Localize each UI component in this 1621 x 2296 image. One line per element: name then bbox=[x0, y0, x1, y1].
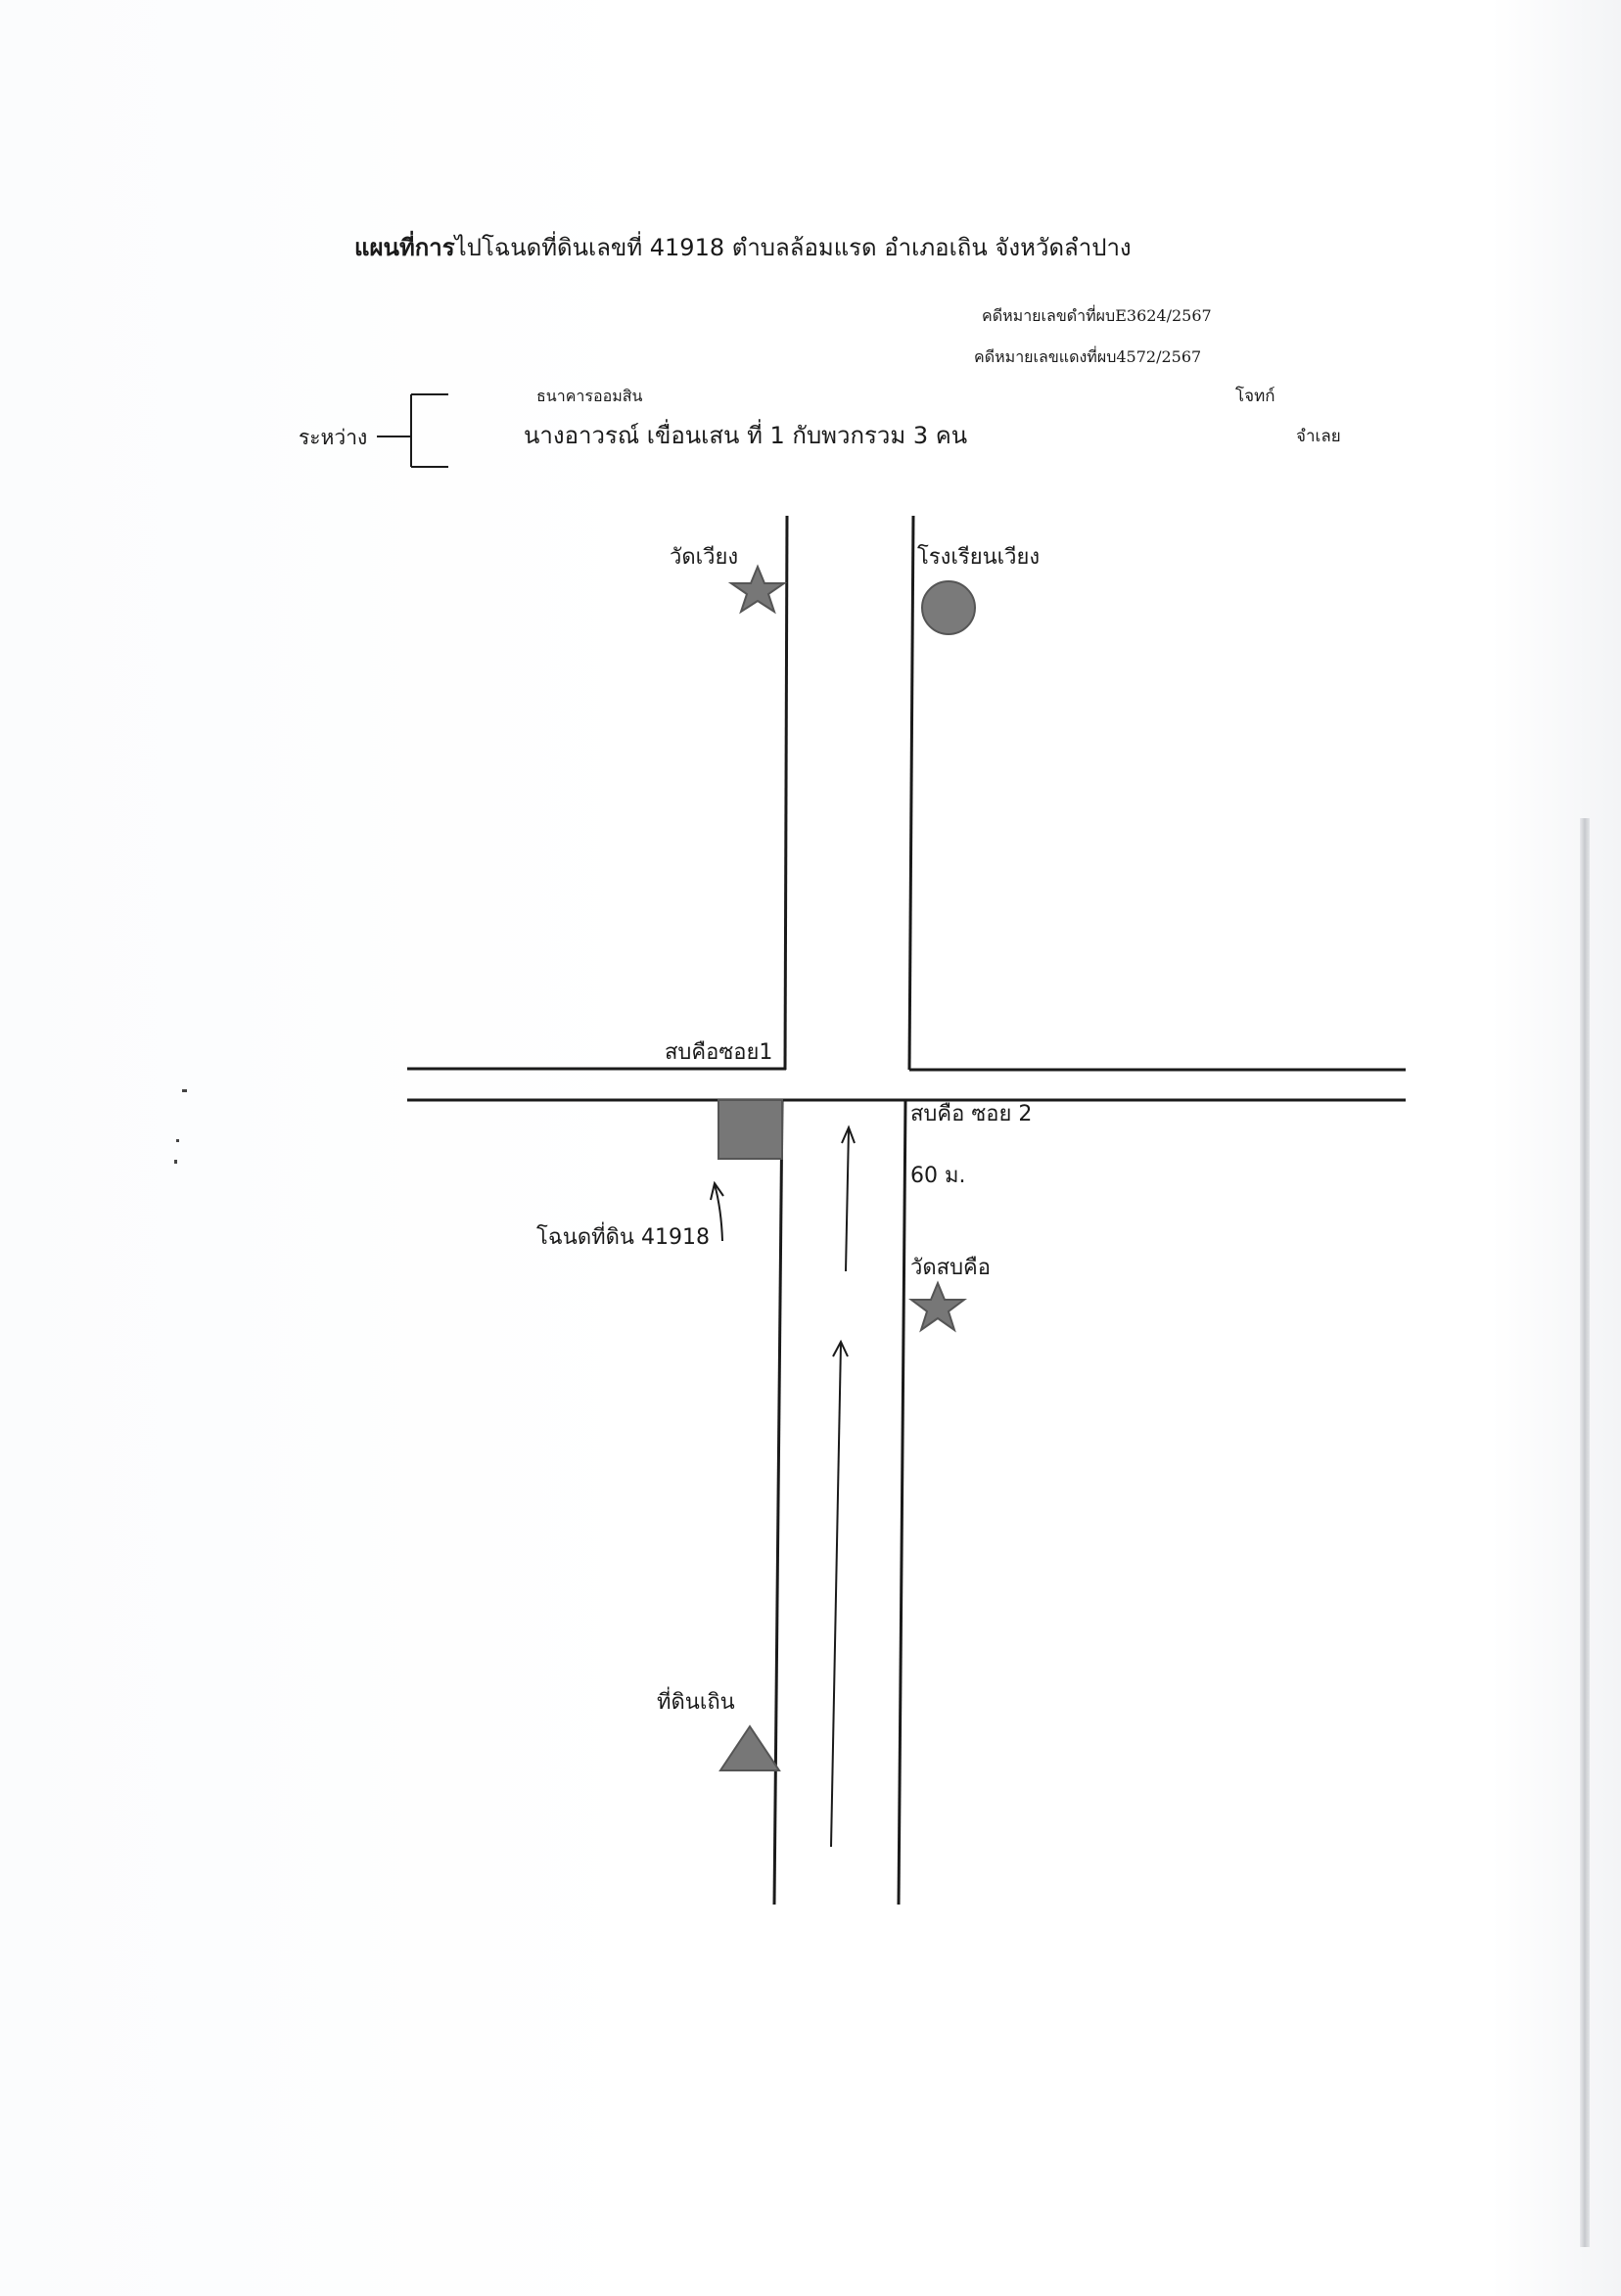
plaintiff-name: ธนาคารออมสิน bbox=[536, 387, 643, 405]
star-icon bbox=[908, 1280, 967, 1333]
land-thoen-label: ที่ดินเถิน bbox=[657, 1690, 735, 1715]
direction-arrows bbox=[710, 1125, 856, 1848]
soi2-label: สบคือ ซอย 2 bbox=[910, 1102, 1033, 1126]
main-road-right-upper bbox=[907, 515, 915, 1071]
wat-wiang-label: วัดเวียง bbox=[670, 545, 739, 570]
party-bracket bbox=[377, 393, 448, 468]
main-road-left-upper bbox=[783, 515, 789, 1071]
land-plot-square-icon bbox=[718, 1099, 783, 1160]
wat-sop-khue-label: วัดสบคือ bbox=[910, 1256, 991, 1280]
map-title-rest: ไปโฉนดที่ดินเลขที่ 41918 ตำบลล้อมแรด อำเ… bbox=[454, 234, 1132, 261]
main-road-right-lower bbox=[897, 1099, 907, 1906]
scan-edge-shadow bbox=[1580, 818, 1590, 2247]
circle-icon bbox=[921, 580, 976, 635]
defendant-role: จำเลย bbox=[1296, 427, 1341, 446]
plaintiff-role: โจทก์ bbox=[1235, 387, 1275, 406]
soi1-label: สบคือซอย1 bbox=[665, 1040, 773, 1065]
main-road-left-lower bbox=[772, 1099, 784, 1906]
school-label: โรงเรียนเวียง bbox=[917, 545, 1041, 570]
red-case-number: คดีหมายเลขแดงที่ผบ4572/2567 bbox=[974, 347, 1202, 366]
deed-label: โฉนดที่ดิน 41918 bbox=[536, 1225, 710, 1250]
road-lines bbox=[407, 515, 1406, 1906]
distance-label: 60 ม. bbox=[910, 1164, 966, 1188]
between-label: ระหว่าง bbox=[299, 426, 368, 449]
black-case-number: คดีหมายเลขดำที่ผบE3624/2567 bbox=[982, 306, 1212, 325]
triangle-icon bbox=[718, 1724, 781, 1771]
defendant-name: นางอาวรณ์ เขื่อนเสน ที่ 1 กับพวกรวม 3 คน bbox=[524, 422, 968, 449]
map-title-bold: แผนที่การ bbox=[354, 234, 455, 261]
scan-specks bbox=[174, 1089, 187, 1164]
star-icon bbox=[727, 564, 788, 615]
map-title: แผนที่การไปโฉนดที่ดินเลขที่ 41918 ตำบลล้… bbox=[354, 236, 1132, 259]
